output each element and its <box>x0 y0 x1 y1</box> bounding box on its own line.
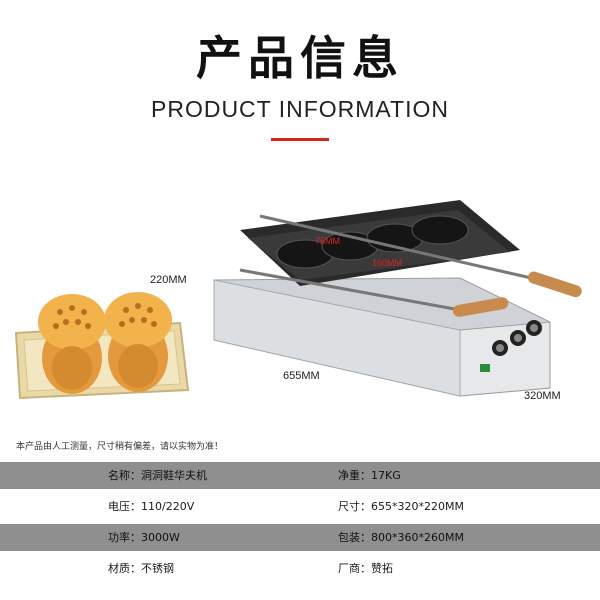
dim-mold-length: 160MM <box>372 258 403 268</box>
spec-weight: 净重：17KG <box>338 469 401 482</box>
waffle-machine <box>213 200 582 397</box>
spec-table: 名称：洞洞鞋华夫机 净重：17KG 电压：110/220V 尺寸：655*320… <box>0 462 600 586</box>
dim-height: 220MM <box>150 274 187 286</box>
page-title-en: PRODUCT INFORMATION <box>151 96 449 122</box>
spec-size: 尺寸：655*320*220MM <box>338 500 464 513</box>
spec-row: 材质：不锈钢 厂商：赞拓 <box>0 555 600 582</box>
spec-voltage: 电压：110/220V <box>108 500 195 513</box>
dim-length: 655MM <box>283 370 320 382</box>
title-underline <box>271 138 329 141</box>
spec-row: 功率：3000W 包装：800*360*260MM <box>0 524 600 551</box>
slipper-waffle-photo <box>14 292 190 400</box>
spec-manufacturer: 厂商：赞拓 <box>338 562 393 575</box>
spec-material: 材质：不锈钢 <box>108 562 174 575</box>
product-illustration: 220MM 655MM 320MM 75MM 160MM <box>0 150 600 450</box>
page-title-cn: 产品信息 <box>196 31 404 85</box>
spec-power: 功率：3000W <box>108 531 180 544</box>
spec-name: 名称：洞洞鞋华夫机 <box>108 469 207 482</box>
spec-row: 名称：洞洞鞋华夫机 净重：17KG <box>0 462 600 489</box>
measurement-note: 本产品由人工测量，尺寸稍有偏差，请以实物为准！ <box>16 442 224 452</box>
dim-mold-width: 75MM <box>315 236 341 246</box>
spec-package: 包装：800*360*260MM <box>338 531 464 544</box>
spec-row: 电压：110/220V 尺寸：655*320*220MM <box>0 493 600 520</box>
dim-depth: 320MM <box>524 390 561 402</box>
